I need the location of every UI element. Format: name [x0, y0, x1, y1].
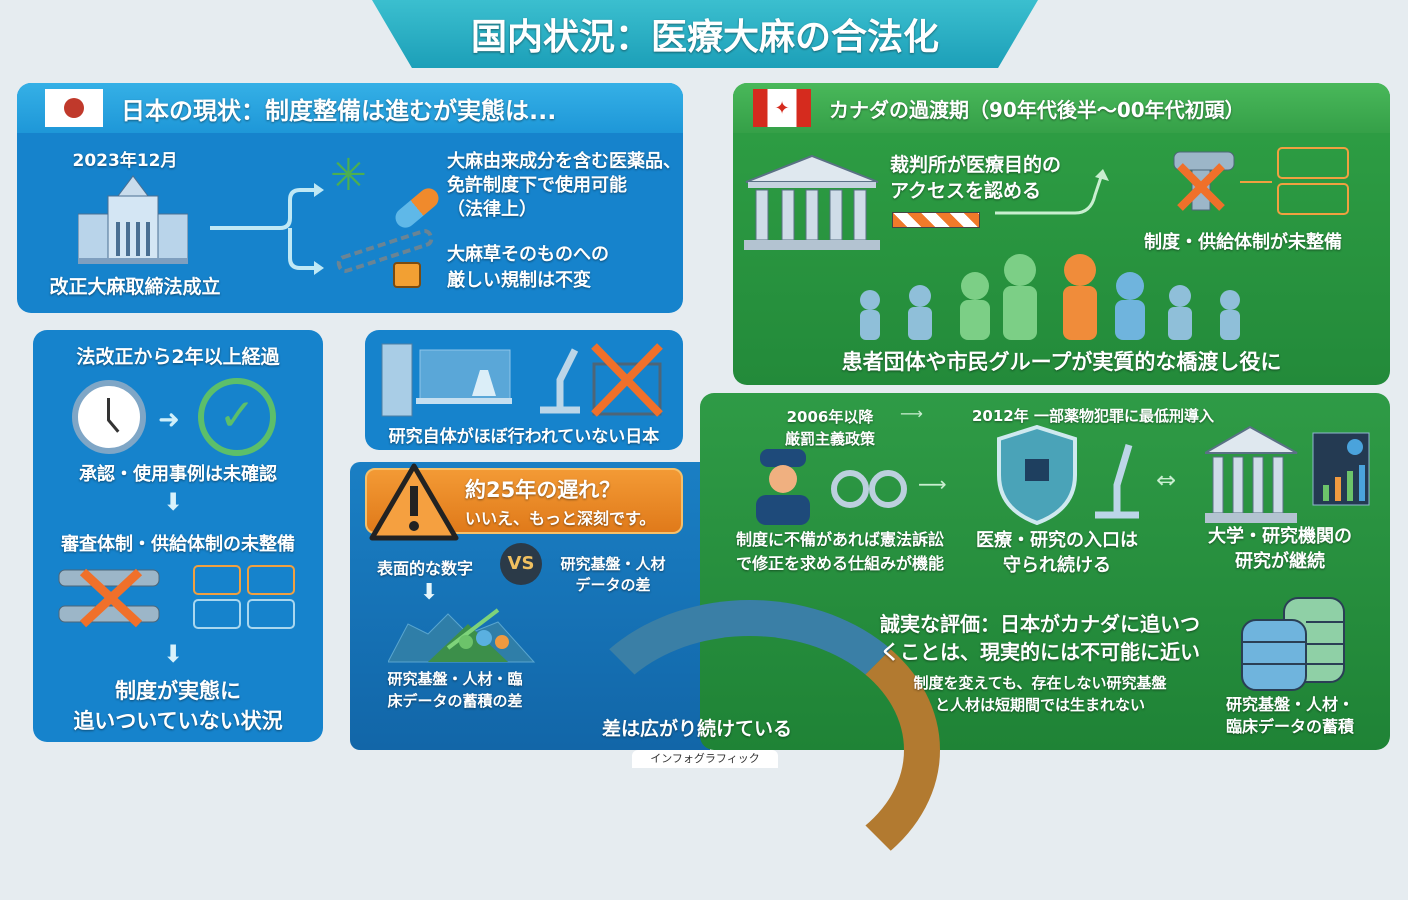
canada-flag-icon: ✦: [753, 89, 811, 127]
text-line: 制度が実態に: [115, 679, 241, 703]
unconfirmed-text: 承認・使用事例は未確認: [79, 464, 277, 485]
text-line: 医療・研究の入口は: [976, 530, 1138, 551]
lab-card: [365, 330, 683, 450]
arrow-right-icon: ⟶: [900, 404, 923, 423]
conclusion-text: 制度が実態に追いついていない状況: [33, 676, 323, 736]
cannabis-leaf-icon: ✳: [330, 150, 367, 201]
broken-pipe-icon: [58, 568, 160, 628]
text-line: 厳罰主義政策: [784, 430, 875, 448]
undeveloped-text: 制度・供給体制が未整備: [1144, 232, 1342, 253]
assessment-subtext: 制度を変えても、存在しない研究基盤と人材は短期間では生まれない: [860, 672, 1220, 716]
text-line: 研究が継続: [1235, 551, 1325, 572]
courthouse-icon: [744, 154, 880, 250]
text-line: 大学・研究機関の: [1208, 526, 1352, 547]
text-line: 厳しい規制は不変: [447, 270, 591, 291]
protected-text: 医療・研究の入口は守られ続ける: [962, 528, 1152, 578]
mountains-people-icon: [388, 608, 536, 663]
text-line: 研究基盤・人材: [560, 555, 666, 573]
widening-gap-text: 差は広がり続けている: [602, 718, 793, 740]
padlock-icon: [393, 262, 421, 288]
page-title: 国内状況：医療大麻の合法化: [372, 0, 1038, 68]
constitutional-text: 制度に不備があれば憲法訴訟で修正を求める仕組みが機能: [715, 528, 965, 576]
text-line: 制度に不備があれば憲法訴訟: [735, 530, 944, 549]
text-line: 臨床データの蓄積: [1225, 717, 1354, 736]
text-line: 追いついていない状況: [73, 709, 283, 733]
branch-arrow-icon: [210, 183, 324, 275]
policy-2012-text: 2012年 一部薬物犯罪に最低刑導入: [972, 407, 1214, 425]
japan-branch-bottom: 大麻草そのものへの厳しい規制は不変: [447, 242, 609, 294]
university-chart-icon: [1205, 425, 1370, 523]
text-line: （法律上）: [447, 199, 537, 220]
text-line: 研究基盤・人材・臨: [387, 670, 523, 688]
universities-text: 大学・研究機関の研究が継続: [1185, 524, 1375, 574]
arrow-right-icon: ⟶: [918, 472, 947, 496]
shield-microscope-icon: [997, 425, 1139, 525]
canada-header: ✦ カナダの過渡期（90年代後半〜00年代初頭）: [733, 83, 1390, 133]
police-handcuffs-icon: [756, 449, 907, 525]
court-text: 裁判所が医療目的のアクセスを認める: [890, 152, 1061, 204]
warning-title: 約25年の遅れ？: [465, 478, 621, 502]
text-line: 守られ続ける: [1003, 555, 1111, 576]
text-line: で修正を求める仕組みが機能: [735, 554, 944, 573]
vs-left-text: 表面的な数字: [377, 559, 474, 578]
text-line: 免許制度下で使用可能: [447, 175, 627, 196]
text-line: 大麻由来成分を含む医薬品、: [447, 151, 681, 172]
japan-branch-top: 大麻由来成分を含む医薬品、免許制度下で使用可能 （法律上）: [447, 150, 681, 222]
arrow-down-icon: ⬇: [420, 580, 439, 605]
arrow-down-icon: ⬇: [163, 640, 184, 668]
two-way-arrow-icon: ⇔: [1156, 466, 1177, 494]
people-group-icon: [860, 254, 1240, 340]
clock-icon: [72, 380, 146, 454]
text-line: アクセスを認める: [890, 180, 1042, 202]
text-line: 2006年以降: [786, 408, 874, 426]
text-line: 大麻草そのものへの: [447, 244, 609, 265]
gap-text: 審査体制・供給体制の未整備: [61, 534, 295, 555]
text-line: 裁判所が医療目的の: [890, 154, 1062, 176]
canada-header-title: カナダの過渡期（90年代後半〜00年代初頭）: [829, 97, 1245, 122]
parliament-icon: [78, 175, 188, 264]
footer-label: インフォグラフィック: [632, 750, 778, 768]
vs-badge: VS: [500, 543, 542, 585]
bridge-text: 患者団体や市民グループが実質的な橋渡し役に: [841, 350, 1282, 374]
text-line: くことは、現実的には不可能に近い: [880, 640, 1200, 664]
arrow-down-icon: ⬇: [163, 488, 184, 516]
japan-header-title: 日本の現状：制度整備は進むが実態は...: [121, 96, 557, 125]
lab-caption: 研究自体がほぼ行われていない日本: [388, 427, 660, 447]
text-line: 床データの蓄積の差: [387, 692, 523, 710]
broken-supply-icon: [1173, 147, 1349, 215]
japan-flag-icon: [45, 89, 103, 127]
arrow-right-icon: ➜: [158, 405, 180, 435]
flowchart-icon: [193, 565, 295, 629]
law-passed: 改正大麻取締法成立: [49, 276, 221, 298]
checkmark-icon: ✓: [198, 378, 276, 456]
text-line: と人材は短期間では生まれない: [934, 696, 1145, 714]
laboratory-icon: [381, 343, 663, 417]
database-icon: [1241, 597, 1345, 691]
text-line: データの差: [575, 576, 651, 594]
policy-2006-text: 2006年以降厳罰主義政策: [770, 406, 890, 450]
japan-header: 日本の現状：制度整備は進むが実態は...: [17, 83, 683, 133]
assessment-text: 誠実な評価：日本がカナダに追いつくことは、現実的には不可能に近い: [860, 610, 1220, 666]
barrier-icon: [892, 212, 980, 228]
vs-right-text: 研究基盤・人材データの差: [548, 554, 678, 596]
law-date: 2023年12月: [72, 151, 178, 171]
text-line: 研究基盤・人材・: [1225, 695, 1354, 714]
warning-subtitle: いいえ、もっと深刻です。: [465, 509, 656, 528]
curved-arrow-icon: [995, 169, 1109, 215]
canada-accumulation-text: 研究基盤・人材・臨床データの蓄積: [1200, 694, 1380, 738]
text-line: 誠実な評価：日本がカナダに追いつ: [880, 612, 1200, 636]
text-line: 制度を変えても、存在しない研究基盤: [913, 674, 1167, 692]
warning-triangle-icon: [369, 463, 459, 541]
elapsed-text: 法改正から2年以上経過: [76, 346, 280, 368]
accumulation-gap-text: 研究基盤・人材・臨床データの蓄積の差: [355, 668, 555, 712]
